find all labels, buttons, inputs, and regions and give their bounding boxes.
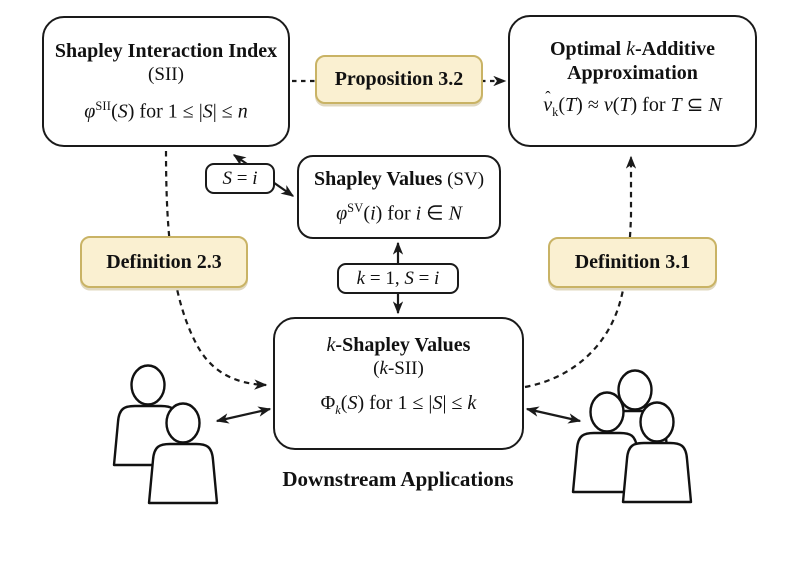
node-title: Optimal k-Additive — [549, 38, 715, 60]
sv-formula: φSV(i) for i ∈ N — [336, 201, 462, 225]
tag-definition-2-3: Definition 2.3 — [80, 236, 248, 288]
node-title: k-Shapley Values — [326, 333, 471, 356]
node-title: Shapley Interaction Index — [54, 39, 278, 62]
node-shapley-interaction-index: Shapley Interaction Index (SII) φSII(S) … — [42, 16, 290, 147]
tag-label: Definition 3.1 — [574, 251, 691, 273]
tag-label: Definition 2.3 — [106, 250, 222, 273]
dashed-arrow-sii-definition23-ksii — [164, 150, 268, 390]
two-people-icon — [112, 364, 219, 505]
person-icon — [147, 402, 219, 505]
node-title: Shapley Values (SV) — [313, 168, 485, 191]
person-icon — [571, 391, 643, 494]
tag-definition-3-1: Definition 3.1 — [548, 237, 717, 288]
node-k-shapley-values: k-Shapley Values (k-SII) Φk(S) for 1 ≤ |… — [273, 317, 524, 450]
node-subtitle: (k-SII) — [373, 357, 424, 379]
node-shapley-values: Shapley Values (SV) φSV(i) for i ∈ N — [297, 155, 501, 239]
connector-label-k-equals-1-s-equals-i: k = 1, S = i — [337, 263, 459, 294]
caption-downstream-applications: Downstream Applications — [282, 467, 514, 491]
double-arrow-ksii-left-users — [215, 406, 272, 424]
tag-proposition-3-2: Proposition 3.2 — [315, 55, 483, 104]
sii-formula: φSII(S) for 1 ≤ |S| ≤ n — [84, 98, 248, 123]
person-icon — [112, 364, 184, 467]
three-people-icon — [571, 369, 693, 504]
connector-label-s-equals-i: S = i — [205, 163, 275, 194]
person-icon — [621, 401, 693, 504]
ksii-formula: Φk(S) for 1 ≤ |S| ≤ k — [320, 391, 477, 417]
node-title-line2: Approximation — [567, 62, 698, 84]
tag-label: Proposition 3.2 — [334, 68, 464, 90]
double-arrow-ksii-right-users — [525, 406, 582, 424]
node-subtitle: (SII) — [148, 63, 184, 85]
